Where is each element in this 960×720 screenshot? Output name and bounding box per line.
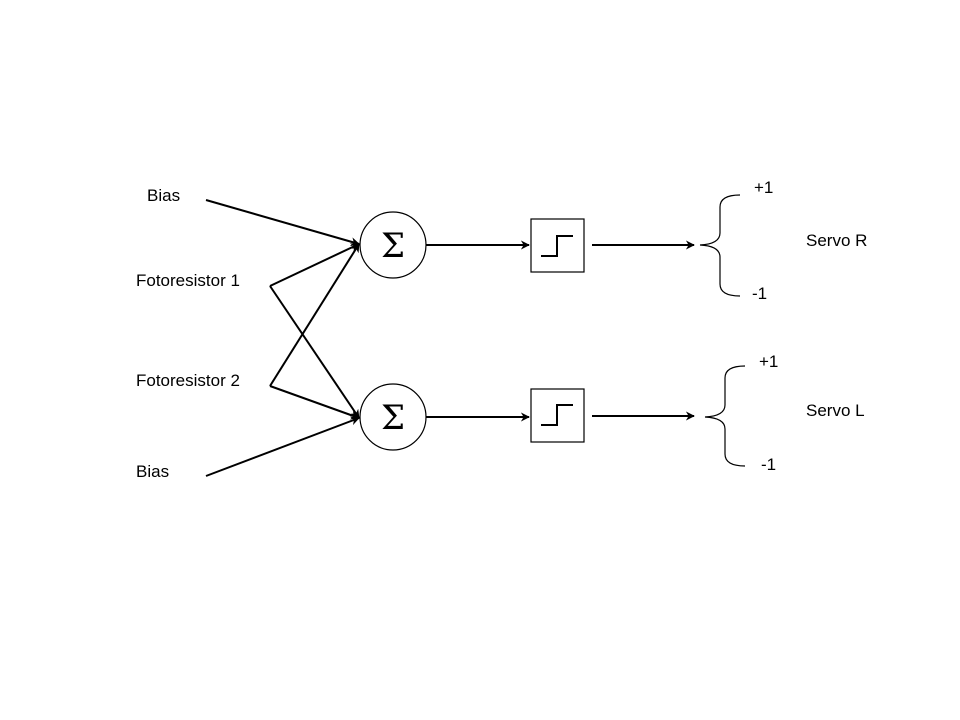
output-low-value-servo-r: -1 — [752, 284, 767, 303]
output-range-brace-servo-l — [704, 365, 746, 467]
input-label-fotoresistor-2: Fotoresistor 2 — [136, 371, 240, 390]
output-low-value-servo-l: -1 — [761, 455, 776, 474]
input-label-bias-bottom: Bias — [136, 462, 169, 481]
output-high-value-servo-r: +1 — [754, 178, 773, 197]
step-function-box-top — [530, 218, 585, 273]
connection-fotoresistor-1-to-neuron-top — [269, 243, 360, 287]
connection-fotoresistor-2-to-neuron-bottom — [269, 385, 360, 420]
output-label-servo-l: Servo L — [806, 401, 865, 420]
summation-symbol-top: Σ — [381, 226, 405, 266]
connection-fotoresistor-2-to-neuron-top — [269, 243, 360, 387]
connection-fotoresistor-1-to-neuron-bottom — [269, 285, 360, 419]
output-high-value-servo-l: +1 — [759, 352, 778, 371]
step-function-icon-top — [541, 235, 573, 257]
output-label-servo-r: Servo R — [806, 231, 867, 250]
connection-bias-top-to-neuron-top — [205, 199, 360, 247]
output-range-brace-servo-r — [699, 194, 741, 297]
step-function-icon-bottom — [541, 404, 573, 426]
input-label-bias-top: Bias — [147, 186, 180, 205]
connection-bias-bottom-to-neuron-bottom — [205, 416, 360, 477]
input-label-fotoresistor-1: Fotoresistor 1 — [136, 271, 240, 290]
summation-symbol-bottom: Σ — [381, 398, 405, 438]
